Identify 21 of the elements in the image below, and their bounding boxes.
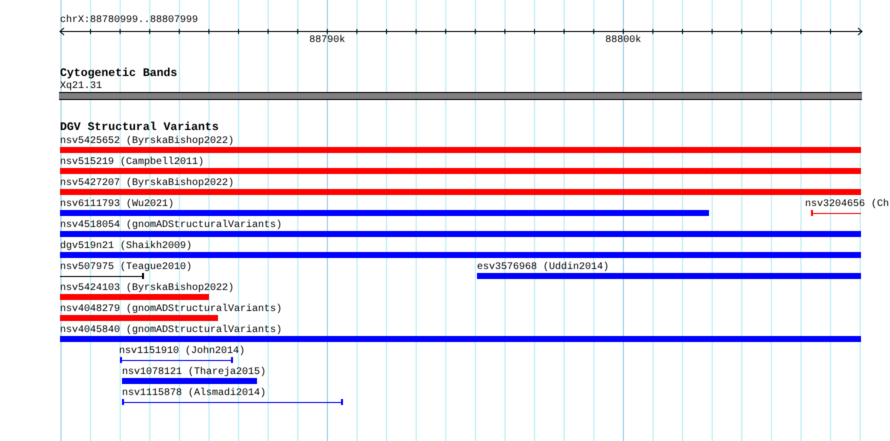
track-heading: DGV Structural Variants: [60, 122, 219, 134]
variant-label: nsv1151910 (John2014): [119, 346, 246, 357]
variant-label: esv3576968 (Uddin2014): [477, 262, 610, 273]
cytoband-label: Xq21.31: [60, 81, 102, 92]
variant-label: nsv4045840 (gnomADStructuralVariants): [60, 325, 282, 336]
variant-label: nsv6111793 (Wu2021): [60, 199, 174, 210]
variant-label: nsv1115878 (Alsmadi2014): [122, 388, 266, 399]
variant-label: nsv1078121 (Thareja2015): [122, 367, 266, 378]
locus-coordinates: chrX:88780999..88807999: [60, 15, 198, 26]
scale-tick-label: 88790k: [309, 35, 346, 46]
variant-label: nsv4048279 (gnomADStructuralVariants): [60, 304, 282, 315]
variant-label: dgv519n21 (Shaikh2009): [60, 241, 192, 252]
variant-label: nsv515219 (Campbell2011): [60, 157, 204, 168]
variant-label: nsv5427207 (ByrskaBishop2022): [60, 178, 234, 189]
variant-label: nsv3204656 (Ch: [805, 199, 890, 210]
variant-label: nsv507975 (Teague2010): [60, 262, 192, 273]
variant-label: nsv4518054 (gnomADStructuralVariants): [60, 220, 282, 231]
scale-tick-label: 88800k: [605, 35, 642, 46]
track-heading: Cytogenetic Bands: [60, 68, 178, 80]
variant-label: nsv5425652 (ByrskaBishop2022): [60, 136, 234, 147]
variant-label: nsv5424103 (ByrskaBishop2022): [60, 283, 234, 294]
